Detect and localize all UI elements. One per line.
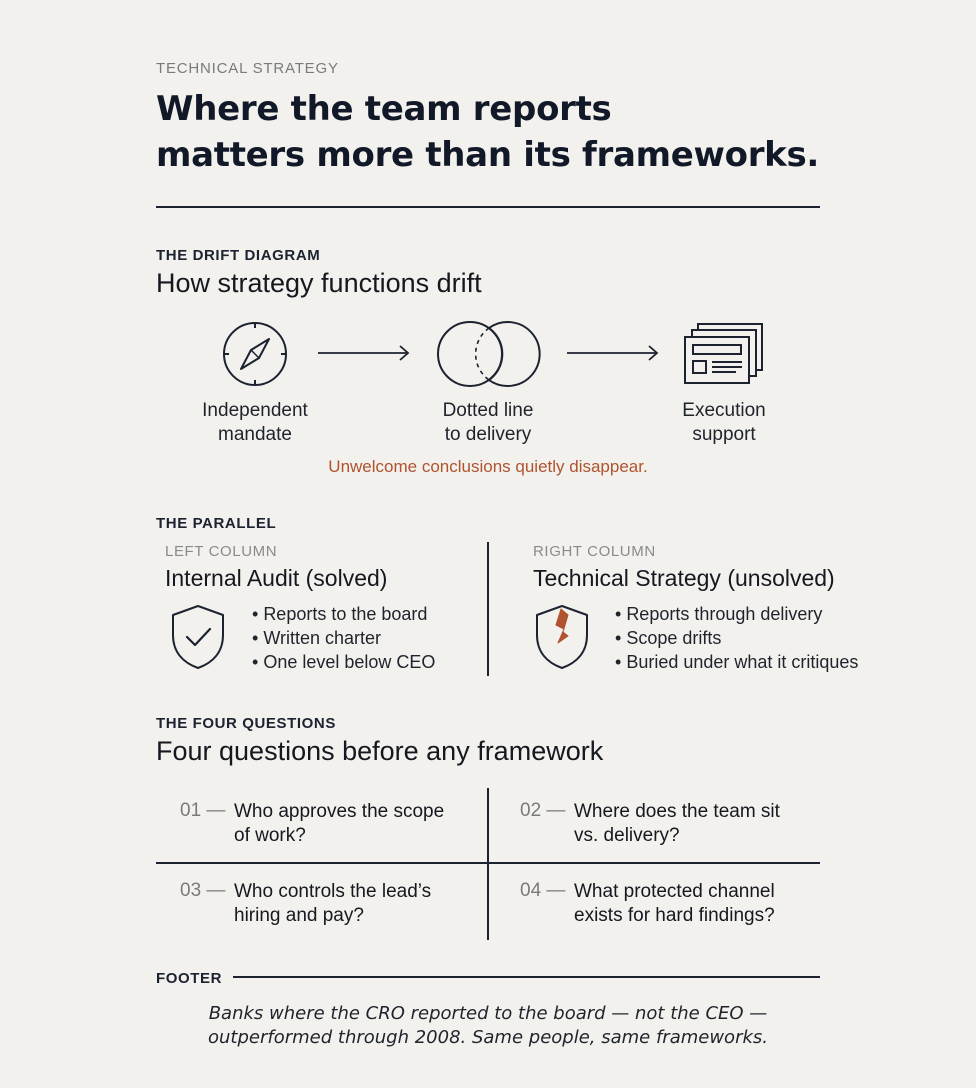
drift-step-1-caption: Independent mandate <box>175 399 335 447</box>
drift-step-1-line-1: Independent <box>202 400 308 421</box>
list-item: Buried under what it critiques <box>615 650 858 674</box>
list-item: Reports through delivery <box>615 602 858 626</box>
question-4-number: 04 — <box>520 880 566 901</box>
kicker: TECHNICAL STRATEGY <box>156 60 339 77</box>
headline-line-1: Where the team reports <box>156 89 612 129</box>
question-2-line-2: vs. delivery? <box>574 825 680 846</box>
footer-quote: Banks where the CRO reported to the boar… <box>156 1002 820 1050</box>
question-4-line-1: What protected channel <box>574 881 775 902</box>
headline-line-2: matters more than its frameworks. <box>156 135 820 175</box>
left-column-bullets: Reports to the board Written charter One… <box>252 602 435 674</box>
drift-section-label: THE DRIFT DIAGRAM <box>156 247 321 264</box>
drift-step-1-line-2: mandate <box>218 424 292 445</box>
question-3-line-1: Who controls the lead’s <box>234 881 432 902</box>
header-divider <box>156 206 820 208</box>
questions-vertical-divider <box>487 788 489 940</box>
question-1-text: Who approves the scope of work? <box>234 800 444 848</box>
question-3-text: Who controls the lead’s hiring and pay? <box>234 880 431 928</box>
footer-rule <box>233 976 820 978</box>
right-column-title: Technical Strategy (unsolved) <box>533 565 835 591</box>
parallel-section-label: THE PARALLEL <box>156 515 277 532</box>
question-2-line-1: Where does the team sit <box>574 801 780 822</box>
list-item: Reports to the board <box>252 602 435 626</box>
drift-step-2-caption: Dotted line to delivery <box>408 399 568 447</box>
drift-step-2-line-2: to delivery <box>444 424 532 445</box>
question-4-text: What protected channel exists for hard f… <box>574 880 775 928</box>
list-item: Scope drifts <box>615 626 858 650</box>
drift-arrow-2 <box>565 343 661 363</box>
stacked-documents-icon <box>682 320 768 388</box>
drift-step-2-line-1: Dotted line <box>442 400 534 421</box>
right-column-label: RIGHT COLUMN <box>533 543 656 560</box>
question-4-line-2: exists for hard findings? <box>574 905 775 926</box>
footer-label: FOOTER <box>156 970 223 987</box>
parallel-divider <box>487 542 489 676</box>
footer-quote-line-2: outperformed through 2008. Same people, … <box>208 1027 768 1048</box>
questions-section-label: THE FOUR QUESTIONS <box>156 715 336 732</box>
question-2-number: 02 — <box>520 800 566 821</box>
drift-note: Unwelcome conclusions quietly disappear. <box>328 457 648 476</box>
footer-quote-line-1: Banks where the CRO reported to the boar… <box>208 1003 768 1024</box>
drift-step-3-line-1: Execution <box>682 400 766 421</box>
question-1-number: 01 — <box>180 800 226 821</box>
drift-step-3-line-2: support <box>692 424 756 445</box>
shield-cracked-icon <box>534 603 590 671</box>
question-3-number: 03 — <box>180 880 226 901</box>
compass-icon <box>220 320 290 390</box>
drift-step-3-caption: Execution support <box>644 399 804 447</box>
question-1-line-1: Who approves the scope <box>234 801 445 822</box>
headline: Where the team reports matters more than… <box>156 86 876 178</box>
question-3-line-2: hiring and pay? <box>234 905 364 926</box>
left-column-label: LEFT COLUMN <box>165 543 278 560</box>
question-2-text: Where does the team sit vs. delivery? <box>574 800 780 848</box>
drift-section-title: How strategy functions drift <box>156 268 482 298</box>
list-item: One level below CEO <box>252 650 435 674</box>
overlapping-circles-icon <box>434 318 544 390</box>
shield-check-icon <box>170 603 226 671</box>
questions-section-title: Four questions before any framework <box>156 736 604 766</box>
right-column-bullets: Reports through delivery Scope drifts Bu… <box>615 602 858 674</box>
left-column-title: Internal Audit (solved) <box>165 565 388 591</box>
list-item: Written charter <box>252 626 435 650</box>
questions-horizontal-divider <box>156 862 820 864</box>
drift-arrow-1 <box>316 343 412 363</box>
question-1-line-2: of work? <box>234 825 306 846</box>
